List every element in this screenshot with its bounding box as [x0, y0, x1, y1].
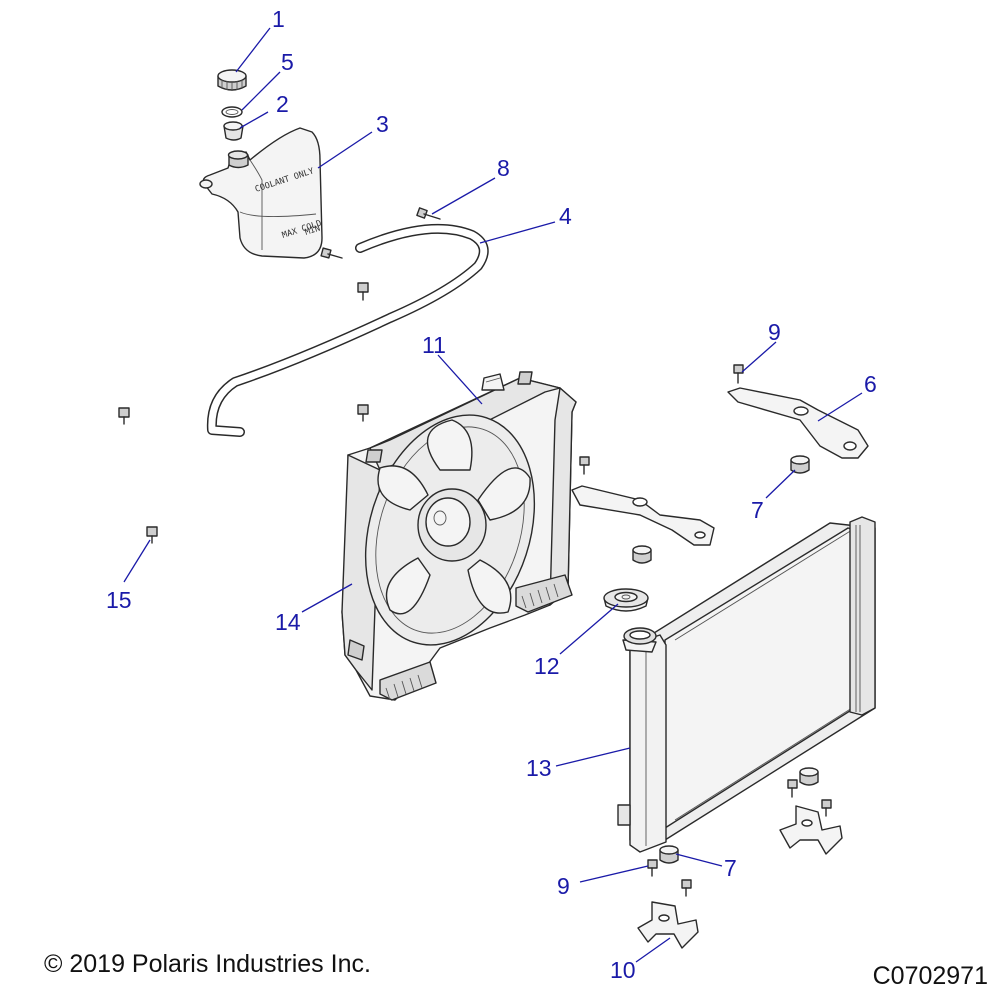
callout-10: 10 [610, 957, 636, 983]
grommet [790, 455, 810, 474]
bolt [787, 779, 798, 798]
fastener [357, 282, 369, 301]
callout-3: 3 [376, 111, 389, 137]
leader-lines [123, 27, 863, 963]
callout-7-upper: 7 [751, 497, 764, 523]
lower-mount-bracket [779, 805, 843, 855]
grommet [632, 545, 652, 564]
callout-6: 6 [864, 371, 877, 397]
fastener [146, 526, 158, 544]
upper-bracket [727, 387, 869, 459]
overflow-hose [206, 223, 489, 437]
copyright-notice: © 2019 Polaris Industries Inc. [44, 950, 371, 978]
bolt [681, 879, 692, 897]
callout-2: 2 [276, 91, 289, 117]
o-ring [221, 106, 243, 118]
bolt [320, 247, 343, 259]
callout-5: 4 [559, 203, 572, 229]
cooling-fan [364, 414, 536, 646]
fastener [118, 407, 130, 425]
radiator [617, 516, 876, 853]
callout-9-lower: 9 [557, 873, 570, 899]
grommet [799, 767, 819, 786]
callout-13: 13 [526, 755, 552, 781]
filler-insert [223, 121, 244, 141]
fastener [357, 404, 369, 422]
coolant-reservoir: COOLANT ONLY MAX COLD MIN [199, 127, 323, 259]
reservoir-min-label: MIN [304, 224, 322, 238]
callout-numbers: 1 5 2 3 8 4 11 9 6 7 15 14 12 13 7 9 10 [106, 6, 877, 983]
bolt [733, 364, 744, 384]
radiator-cap [603, 588, 649, 612]
lower-mount-bracket [637, 901, 699, 949]
callout-12: 12 [534, 653, 560, 679]
bolt [821, 799, 832, 817]
callout-1: 1 [272, 6, 285, 32]
bolt [416, 207, 441, 220]
callout-15: 15 [106, 587, 132, 613]
callout-4: 5 [281, 49, 294, 75]
drawing-number: C0702971 [872, 962, 988, 990]
bolt [647, 859, 658, 877]
bolt [579, 456, 590, 475]
callout-7-lower: 7 [724, 855, 737, 881]
reservoir-cap [217, 69, 247, 91]
callout-9-upper: 9 [768, 319, 781, 345]
lower-bracket [571, 485, 715, 546]
callout-11: 11 [422, 332, 446, 358]
grommet [659, 845, 679, 864]
callout-14: 14 [275, 609, 301, 635]
callout-8: 8 [497, 155, 510, 181]
